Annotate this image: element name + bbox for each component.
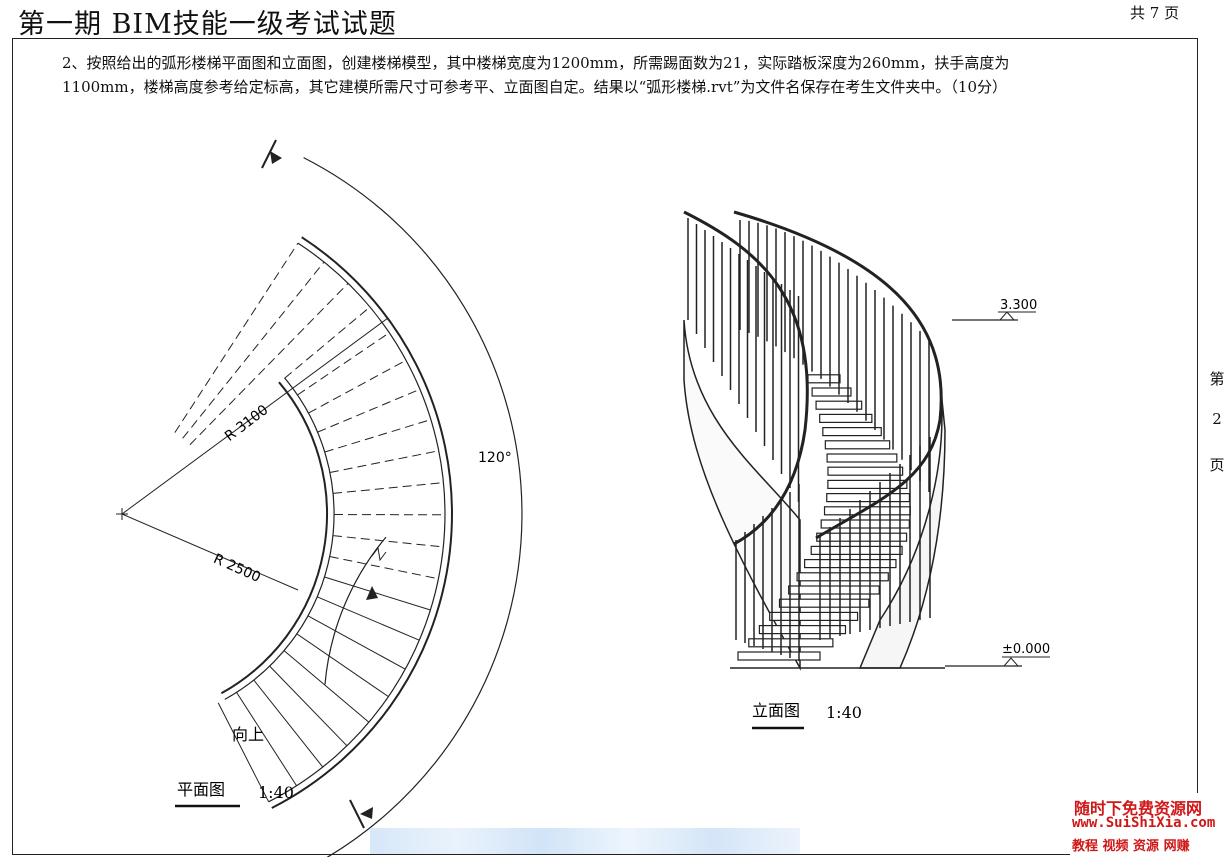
plan-up-arrow-arc bbox=[324, 536, 387, 685]
blurred-region bbox=[370, 828, 800, 854]
plan-tread-line bbox=[316, 596, 420, 641]
plan-tread-line bbox=[269, 665, 348, 747]
plan-up-label: 向上 bbox=[232, 725, 264, 744]
elevation-step bbox=[788, 585, 880, 595]
elevation-step bbox=[826, 493, 911, 503]
plan-radius-inner-label: R 2500 bbox=[211, 551, 263, 586]
watermark: 随时下免费资源网 www.SuiShiXia.com 教程 视频 资源 网赚 bbox=[1070, 793, 1229, 857]
question-line-2: 1100mm，楼梯高度参考给定标高，其它建模所需尺寸可参考平、立面图自定。结果以… bbox=[62, 78, 1007, 96]
plan-tread-line bbox=[308, 359, 407, 414]
elevation-scale: 1:40 bbox=[826, 703, 862, 722]
right-balusters bbox=[739, 220, 931, 640]
elevation-step bbox=[827, 479, 908, 489]
plan-tread-line bbox=[174, 242, 299, 433]
plan-view bbox=[116, 139, 523, 857]
plan-tread-line bbox=[324, 419, 432, 453]
left-handrail-outer bbox=[683, 210, 809, 546]
plan-tread-line bbox=[182, 261, 325, 439]
elevation-step bbox=[758, 624, 847, 635]
dim-tick-top bbox=[261, 139, 277, 169]
watermark-line-1: 随时下免费资源网 bbox=[1074, 799, 1203, 818]
plan-tread-line bbox=[253, 679, 324, 768]
watermark-line-3: 教程 视频 资源 网赚 bbox=[1072, 839, 1190, 854]
plan-treads bbox=[174, 242, 446, 803]
elevation-step bbox=[824, 440, 891, 450]
elevation-step bbox=[822, 427, 882, 437]
elevation-step bbox=[811, 387, 852, 397]
plan-scale: 1:40 bbox=[258, 783, 294, 802]
elevation-step bbox=[807, 374, 841, 384]
plan-inner-arc-rail bbox=[224, 377, 335, 700]
plan-tread-line bbox=[332, 482, 444, 494]
page-count: 共 7 页 bbox=[1130, 4, 1180, 22]
elevation-step bbox=[826, 453, 898, 463]
exam-title: 第一期 BIM技能一级考试试题 bbox=[18, 9, 397, 40]
plan-tread-line bbox=[236, 692, 297, 787]
elevation-step bbox=[778, 598, 870, 608]
elevation-step bbox=[827, 466, 904, 476]
side-page-label-1: 第 bbox=[1209, 370, 1225, 388]
plan-outer-arc-rail bbox=[268, 242, 446, 803]
right-handrail bbox=[733, 210, 943, 540]
plan-inner-arc bbox=[220, 381, 328, 695]
plan-angle-dimension-arc bbox=[303, 157, 523, 857]
plan-tread-line bbox=[317, 388, 421, 433]
plan-tread-line bbox=[307, 615, 406, 670]
side-page-label-2: 页 bbox=[1209, 456, 1225, 474]
plan-tread-line bbox=[284, 306, 371, 379]
dim-tick-bottom bbox=[349, 799, 365, 829]
bottom-level-label: ±0.000 bbox=[1002, 642, 1050, 657]
plan-tread-line bbox=[324, 576, 431, 611]
elevation-step bbox=[810, 545, 903, 556]
watermark-line-2[interactable]: www.SuiShiXia.com bbox=[1072, 815, 1216, 831]
plan-tread-line bbox=[329, 450, 439, 474]
elevation-step bbox=[815, 400, 863, 410]
elevation-caption: 立面图 bbox=[752, 701, 800, 720]
side-page-number: 2 bbox=[1212, 410, 1222, 428]
page-frame bbox=[12, 38, 1198, 855]
plan-radius-outer-label: R 3100 bbox=[222, 402, 271, 445]
elevation-view bbox=[683, 210, 1050, 671]
question-line-1: 2、按照给出的弧形楼梯平面图和立面图，创建楼梯模型，其中楼梯宽度为1200mm，… bbox=[62, 54, 1010, 72]
plan-tread-line bbox=[297, 332, 390, 396]
plan-tread-line bbox=[283, 650, 370, 723]
plan-tread-line bbox=[296, 633, 389, 698]
plan-angle-label: 120° bbox=[478, 450, 512, 466]
radius-line-inner bbox=[121, 513, 299, 591]
plan-tread-line bbox=[332, 535, 444, 548]
radius-line-outer bbox=[121, 317, 389, 515]
elevation-step bbox=[796, 572, 889, 582]
elevation-step bbox=[769, 611, 859, 622]
plan-tread-line bbox=[217, 702, 270, 803]
plan-tread-line bbox=[189, 282, 349, 446]
elevation-step bbox=[819, 413, 873, 423]
left-balusters bbox=[687, 218, 800, 661]
plan-caption: 平面图 bbox=[177, 780, 225, 799]
elevation-step bbox=[737, 651, 821, 661]
top-level-label: 3.300 bbox=[1000, 298, 1037, 313]
plan-tread-line bbox=[329, 556, 439, 580]
elevation-step bbox=[748, 638, 834, 648]
plan-outer-arc bbox=[271, 236, 453, 809]
